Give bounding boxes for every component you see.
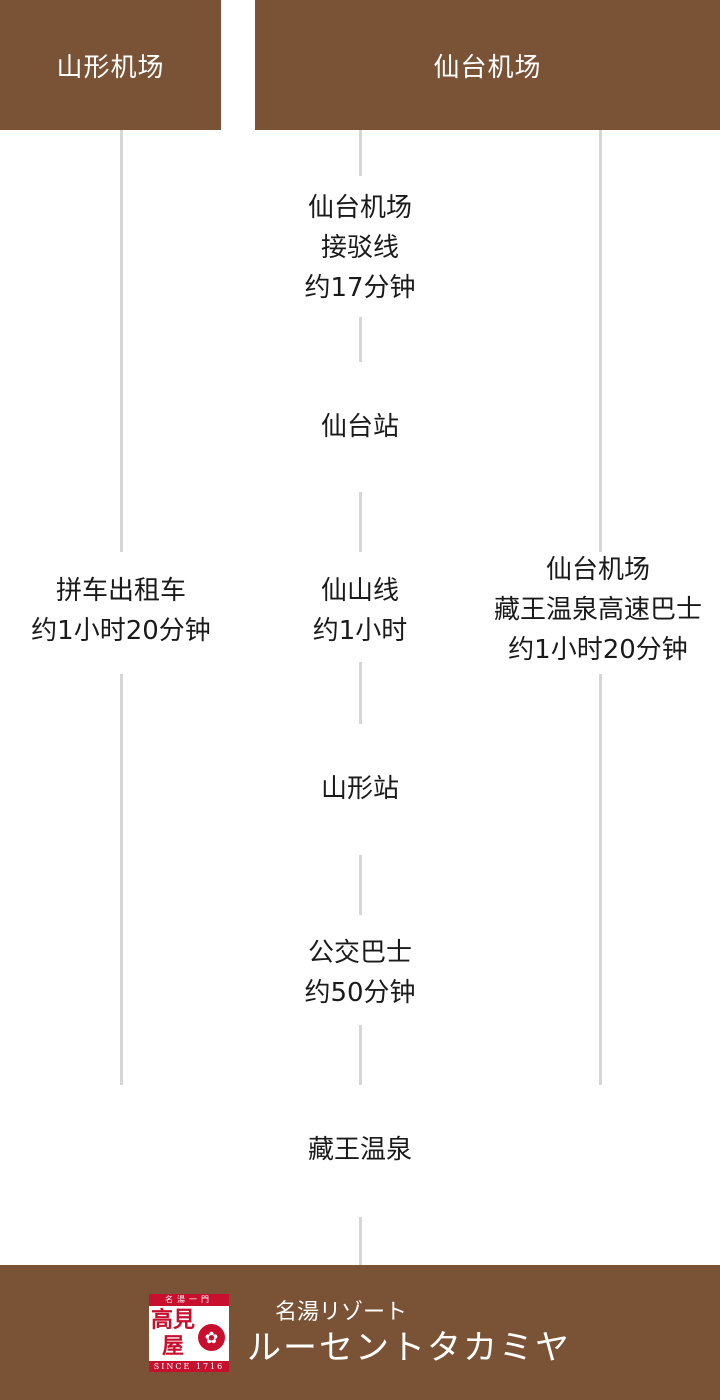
left-route-line1: 拼车出租车 (55, 576, 186, 606)
middle-step1-line2: 接驳线 (320, 233, 399, 263)
middle-route-line-2 (359, 317, 362, 362)
logo-kanji: 高見屋 (151, 1306, 196, 1359)
middle-step1-line1: 仙台机场 (307, 193, 412, 223)
hotel-subtitle: 名湯リゾート (275, 1299, 408, 1325)
left-route-line2: 约1小时20分钟 (31, 616, 211, 646)
right-route-line-top (599, 130, 602, 552)
right-route-highway-bus: 仙台机场 藏王温泉高速巴士 约1小时20分钟 (476, 550, 720, 670)
station-yamagata: 山形站 (240, 769, 480, 809)
right-route-line1: 仙台机场 (545, 555, 650, 585)
middle-route-line-1 (359, 130, 362, 176)
middle-route-line-4 (359, 662, 362, 724)
middle-route-line-5 (359, 855, 362, 915)
middle-route-line-6 (359, 1025, 362, 1085)
station-yamagata-label: 山形站 (320, 774, 399, 804)
left-route-line-bottom (120, 674, 123, 1085)
right-route-line-bottom (599, 674, 602, 1085)
station-sendai: 仙台站 (240, 407, 480, 447)
header-sendai-airport: 仙台机场 (255, 0, 720, 130)
left-route-line-top (120, 130, 123, 552)
right-route-line3: 约1小时20分钟 (508, 635, 688, 665)
hotel-logo-text: 名湯リゾート ルーセントタカミヤ (247, 1298, 571, 1368)
destination-zao-onsen: 藏王温泉 (240, 1130, 480, 1170)
station-sendai-label: 仙台站 (320, 412, 399, 442)
middle-step3-line1: 公交巴士 (307, 938, 412, 968)
middle-step3-line2: 约50分钟 (304, 978, 416, 1008)
header-yamagata-airport-label: 山形机场 (56, 52, 165, 83)
logo-top-text: 名湯一門 (149, 1293, 229, 1306)
crest-icon: ✿ (198, 1323, 225, 1351)
destination-label: 藏王温泉 (307, 1135, 412, 1165)
middle-route-line-3 (359, 492, 362, 552)
middle-step2-line1: 仙山线 (320, 576, 399, 606)
logo-since-text: SINCE 1716 (149, 1360, 229, 1372)
hotel-name: ルーセントタカミヤ (247, 1327, 571, 1368)
middle-step-senzan-line: 仙山线 约1小时 (240, 571, 480, 651)
header-sendai-airport-label: 仙台机场 (433, 52, 542, 83)
middle-step1-line3: 约17分钟 (304, 273, 416, 303)
right-route-line2: 藏王温泉高速巴士 (493, 595, 702, 625)
middle-step2-line2: 约1小时 (312, 616, 408, 646)
middle-route-line-7 (359, 1217, 362, 1265)
middle-step-bus: 公交巴士 约50分钟 (240, 933, 480, 1013)
header-yamagata-airport: 山形机场 (0, 0, 221, 130)
left-route-taxi: 拼车出租车 约1小时20分钟 (0, 571, 242, 651)
hotel-logo-mark: 名湯一門 高見屋 ✿ SINCE 1716 (149, 1293, 229, 1372)
footer-brand-bar: 名湯一門 高見屋 ✿ SINCE 1716 名湯リゾート ルーセントタカミヤ (0, 1265, 720, 1400)
middle-step-airport-rail: 仙台机场 接驳线 约17分钟 (240, 188, 480, 308)
